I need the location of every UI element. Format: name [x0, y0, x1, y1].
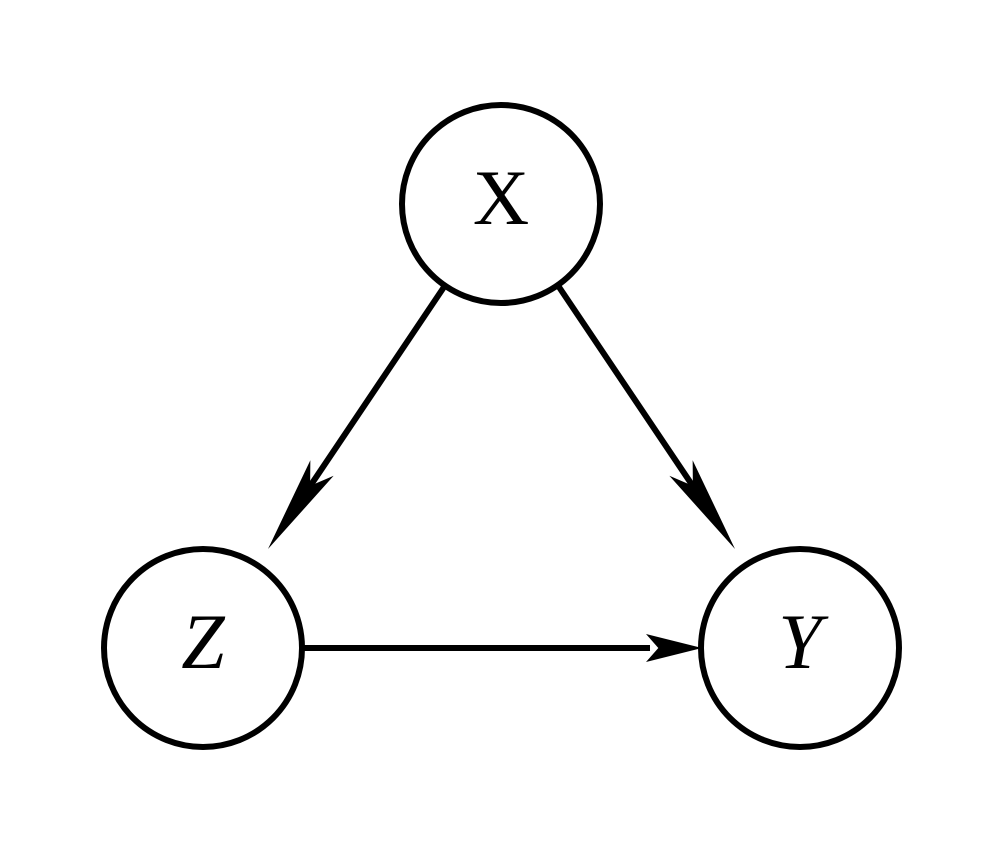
node-y-label: Y: [778, 598, 829, 685]
node-group: X Z Y: [101, 102, 902, 750]
edge-group: [268, 285, 735, 662]
edge-x-to-z-shaft: [285, 285, 447, 521]
edge-x-to-z[interactable]: [268, 285, 447, 549]
edge-x-to-z-arrowhead: [268, 460, 334, 549]
edge-z-to-y[interactable]: [302, 634, 702, 662]
node-z-circle: [101, 546, 305, 750]
node-z-label: Z: [181, 598, 226, 685]
edge-z-to-y-arrowhead: [646, 634, 702, 662]
edge-x-to-y-arrowhead: [669, 460, 735, 549]
edge-x-to-y-shaft: [556, 285, 718, 521]
node-z[interactable]: Z: [101, 546, 305, 750]
node-x-label: X: [473, 154, 529, 241]
node-y-circle: [698, 546, 902, 750]
node-x-circle: [399, 102, 603, 306]
node-y[interactable]: Y: [698, 546, 902, 750]
node-x[interactable]: X: [399, 102, 603, 306]
edge-x-to-y[interactable]: [556, 285, 735, 549]
